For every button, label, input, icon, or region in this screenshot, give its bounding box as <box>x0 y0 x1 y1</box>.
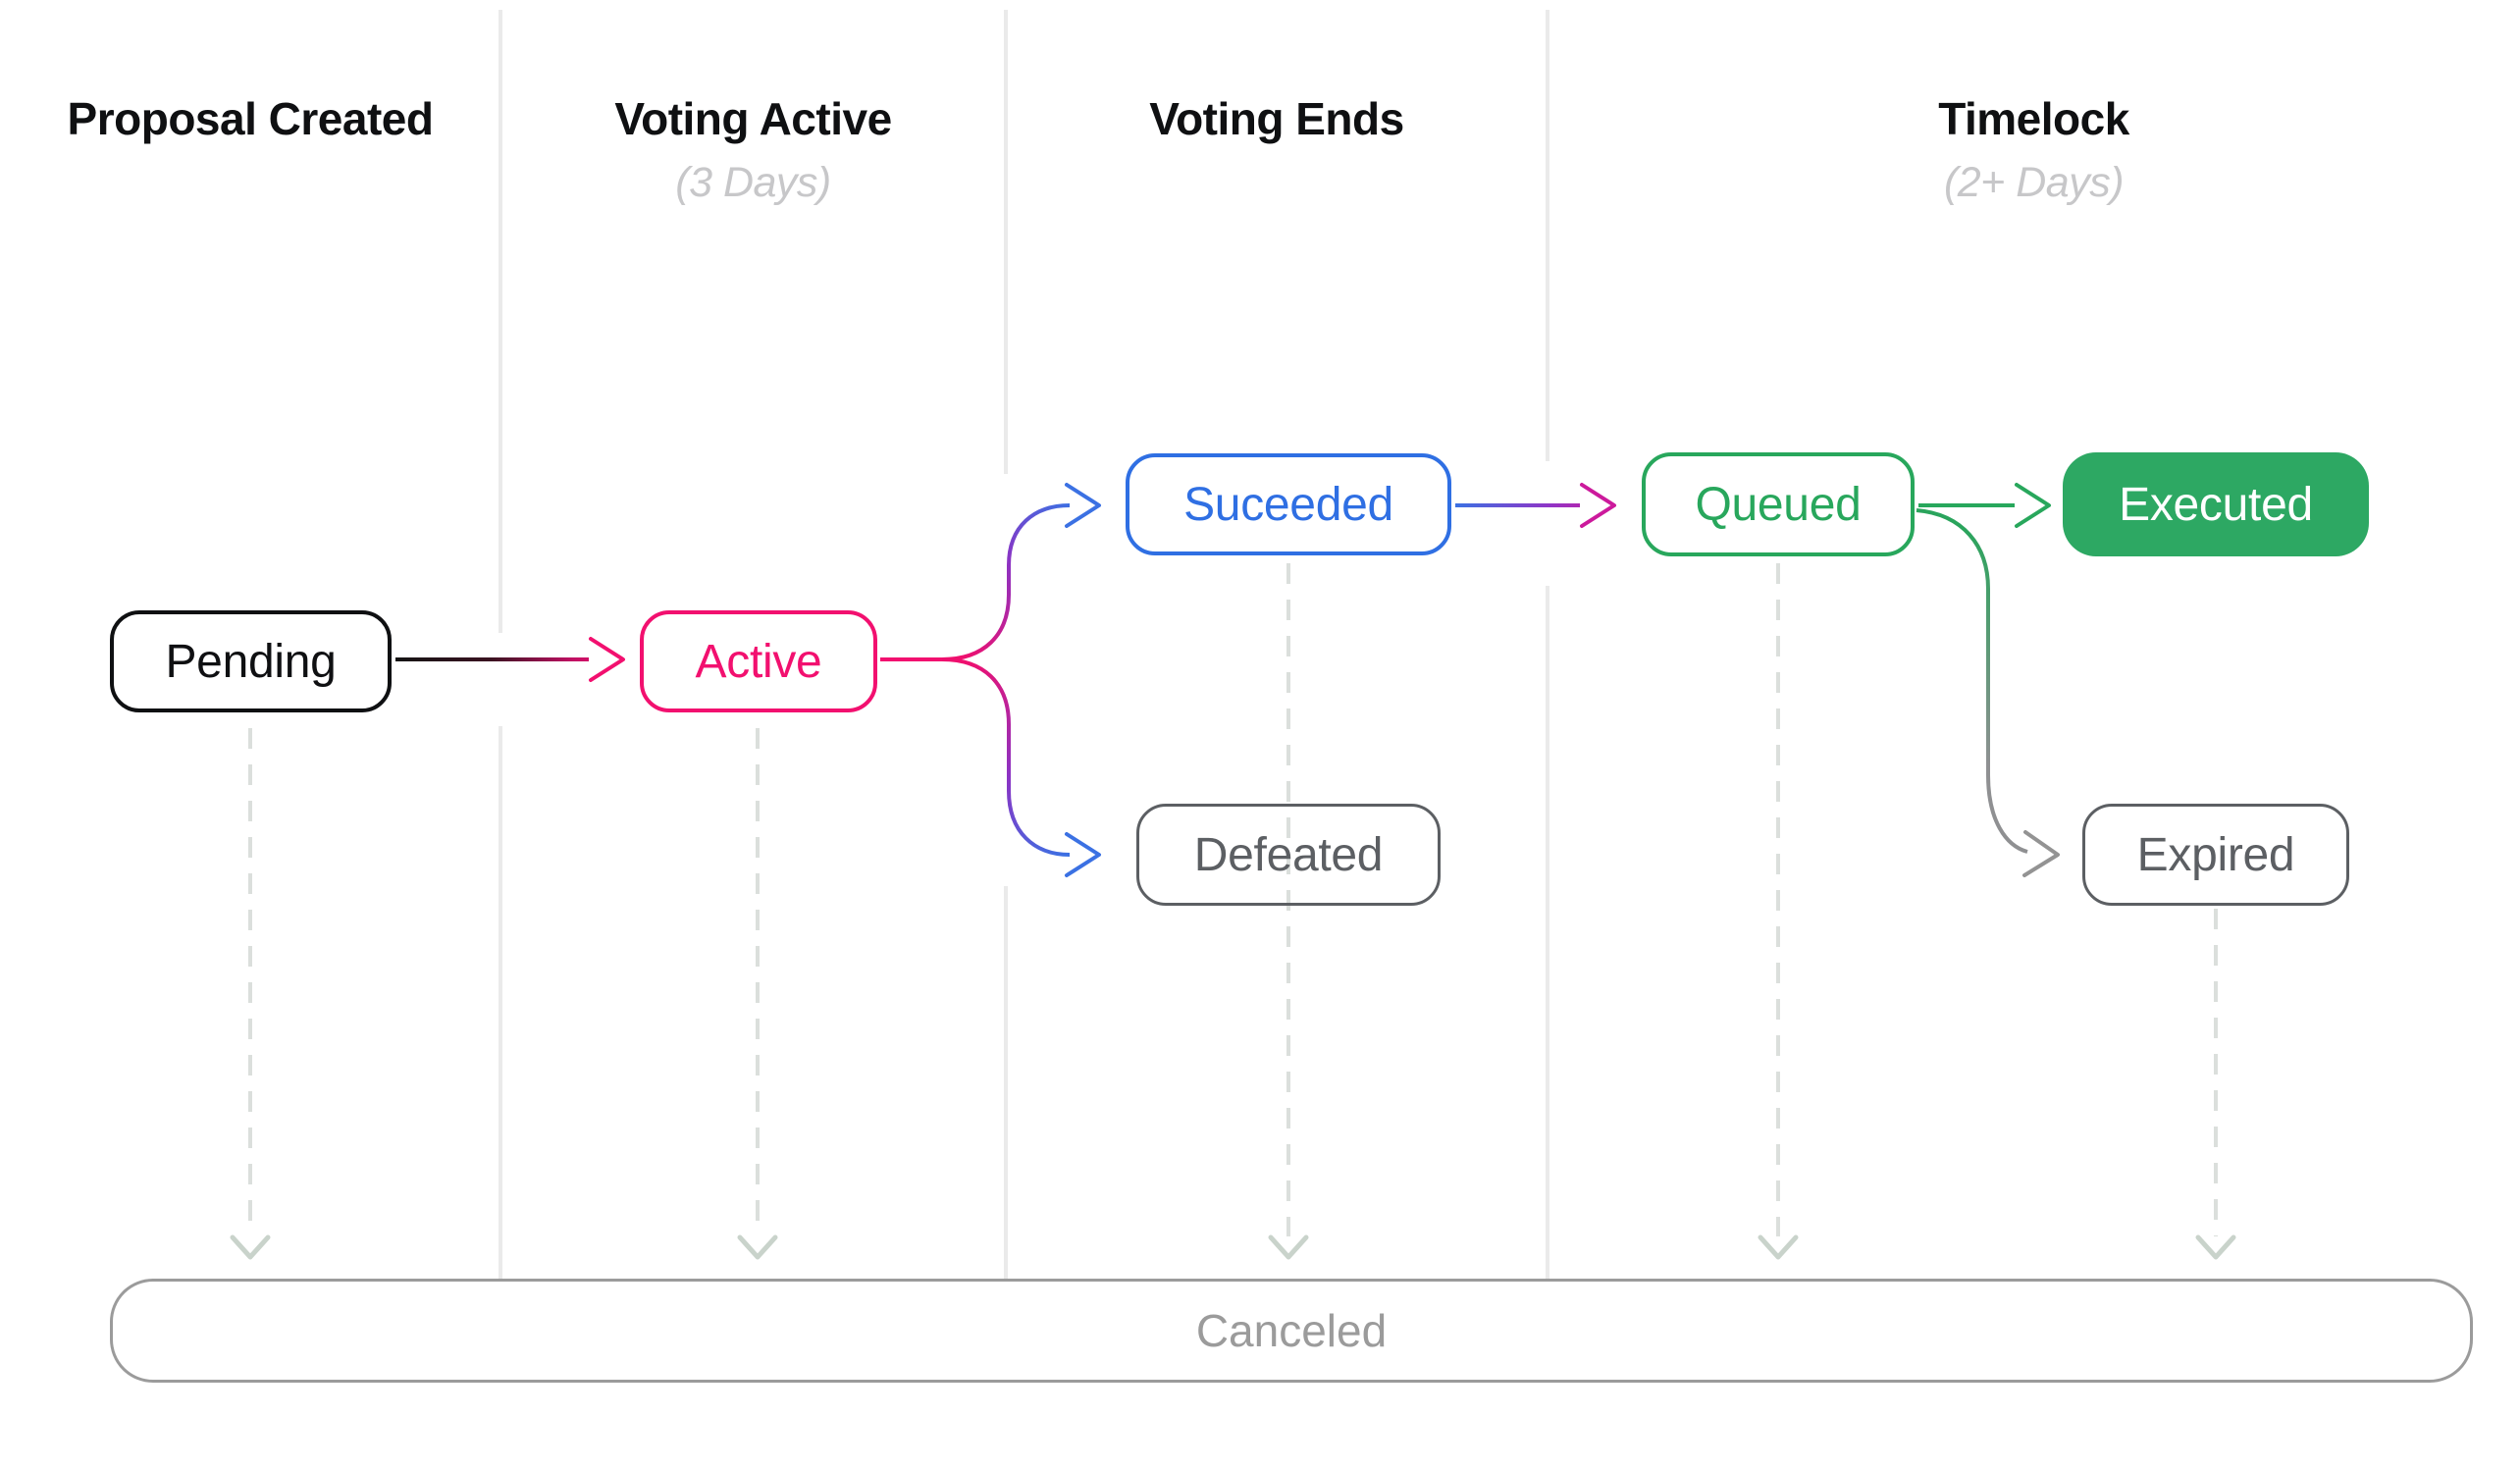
right-arrow-icon <box>2022 830 2060 877</box>
down-arrow-icon <box>1268 1234 1309 1260</box>
phase-subtitle-timelock: (2+ Days) <box>1943 159 2125 206</box>
node-label: Canceled <box>1195 1305 1388 1356</box>
arrow-active-defeated <box>941 657 1071 857</box>
dashed-drop-arrowheads <box>230 1234 2236 1260</box>
column-separator-3 <box>1546 586 1549 1279</box>
phase-header-timelock: Timelock <box>1548 94 2520 144</box>
phase-title: Voting Ends <box>1149 93 1404 144</box>
phase-subtitle-voting-active: (3 Days) <box>675 159 831 206</box>
arrow-queued-expired <box>1916 508 2028 854</box>
phase-header-voting-ends: Voting Ends <box>1006 94 1548 144</box>
phase-title: Timelock <box>1938 93 2129 144</box>
node-pending: Pending <box>110 610 392 712</box>
column-separator-2 <box>1004 10 1008 474</box>
column-separator-1 <box>499 726 502 1279</box>
phase-header-proposal-created: Proposal Created <box>0 94 500 144</box>
dashed-cancel-drops <box>248 563 2218 1236</box>
node-defeated: Defeated <box>1136 804 1441 906</box>
node-label: Expired <box>2136 828 2295 881</box>
down-arrow-icon <box>737 1234 778 1260</box>
right-arrow-icon <box>1065 483 1101 528</box>
node-label: Executed <box>2119 478 2313 531</box>
column-separator-2 <box>1004 886 1008 1279</box>
node-executed: Executed <box>2063 452 2369 556</box>
node-label: Queued <box>1695 478 1862 531</box>
right-arrow-icon <box>589 637 625 682</box>
node-label: Suceeded <box>1183 478 1393 531</box>
arrow-active-succeeded <box>941 503 1071 661</box>
node-label: Pending <box>165 635 337 688</box>
node-succeeded: Suceeded <box>1126 453 1451 555</box>
column-separator-1 <box>499 10 502 633</box>
down-arrow-icon <box>1758 1234 1799 1260</box>
node-label: Defeated <box>1193 828 1384 881</box>
phase-title: Voting Active <box>614 93 892 144</box>
phase-header-voting-active: Voting Active <box>500 94 1006 144</box>
node-active: Active <box>640 610 877 712</box>
down-arrow-icon <box>230 1234 271 1260</box>
column-separator-3 <box>1546 10 1549 461</box>
right-arrow-icon <box>2015 483 2051 528</box>
node-canceled: Canceled <box>110 1279 2473 1383</box>
right-arrow-icon <box>1580 483 1616 528</box>
node-label: Active <box>695 635 822 688</box>
right-arrow-icon <box>1065 832 1101 877</box>
down-arrow-icon <box>2195 1234 2236 1260</box>
phase-title: Proposal Created <box>67 93 434 144</box>
node-queued: Queued <box>1642 452 1915 556</box>
node-expired: Expired <box>2082 804 2349 906</box>
